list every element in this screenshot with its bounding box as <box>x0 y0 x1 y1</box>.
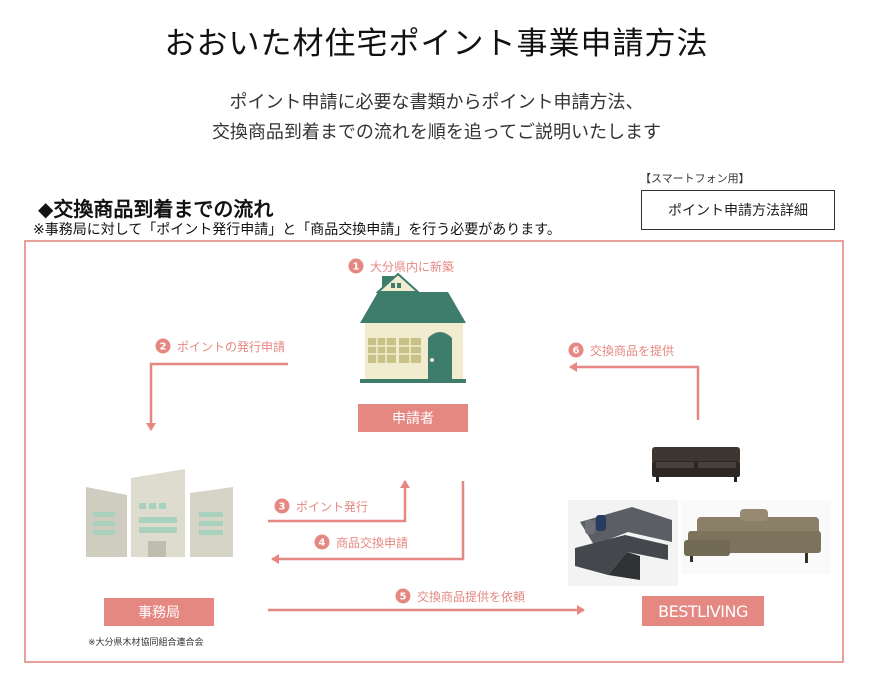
flow-note: ※事務局に対して「ポイント発行申請」と「商品交換申請」を行う必要があります。 <box>33 222 561 238</box>
step-5-label: 交換商品提供を依頼 <box>417 589 525 604</box>
step-6-label: 交換商品を提供 <box>590 343 674 358</box>
step-4-number: 4 <box>319 538 326 549</box>
step-5: 5 交換商品提供を依頼 <box>268 588 585 615</box>
supplier-label: BESTLIVING <box>658 602 748 621</box>
step-6-arrow <box>569 362 700 420</box>
step-4-label: 商品交換申請 <box>336 535 408 550</box>
step-3-number: 3 <box>279 502 286 513</box>
step-4-arrow <box>271 481 465 564</box>
flow-heading: ◆交換商品到着までの流れ <box>38 197 274 221</box>
sofa-image <box>568 447 831 586</box>
page-title: おおいた材住宅ポイント事業申請方法 <box>164 26 709 62</box>
house-icon <box>360 272 466 383</box>
office-note: ※大分県木材協同組合連合会 <box>88 636 204 648</box>
supplier-tag: BESTLIVING <box>642 596 764 626</box>
step-1-label: 大分県内に新築 <box>370 259 454 274</box>
step-1-badge <box>348 258 364 274</box>
step-6-number: 6 <box>573 346 580 357</box>
step-3-badge <box>274 498 290 514</box>
step-5-badge <box>395 588 411 604</box>
subtitle-line-2: 交換商品到着までの流れを順を追ってご説明いたします <box>211 122 662 143</box>
step-1: 1 大分県内に新築 <box>348 258 454 274</box>
office-buildings-icon <box>86 469 233 557</box>
step-4-badge <box>314 534 330 550</box>
step-6-badge <box>568 342 584 358</box>
flow-diagram-frame <box>24 240 844 663</box>
step-2-number: 2 <box>160 342 167 353</box>
subtitle-line-1: ポイント申請に必要な書類からポイント申請方法、 <box>229 92 644 113</box>
applicant-tag: 申請者 <box>358 404 468 432</box>
step-2-badge <box>155 338 171 354</box>
step-4: 4 商品交換申請 <box>271 481 465 564</box>
smartphone-label: 【スマートフォン用】 <box>640 172 750 185</box>
step-1-number: 1 <box>353 262 360 273</box>
applicant-label: 申請者 <box>392 411 434 427</box>
step-3: 3 ポイント発行 <box>268 480 410 523</box>
step-5-number: 5 <box>400 592 407 603</box>
detail-button[interactable]: ポイント申請方法詳細 <box>641 190 835 230</box>
step-3-arrow <box>268 480 410 523</box>
office-tag: 事務局 ※大分県木材協同組合連合会 <box>88 598 214 648</box>
office-label: 事務局 <box>138 605 180 621</box>
step-6: 6 交換商品を提供 <box>568 342 700 420</box>
step-3-label: ポイント発行 <box>296 500 368 514</box>
step-2-label: ポイントの発行申請 <box>177 340 285 354</box>
step-2-arrow <box>146 362 288 431</box>
step-2: 2 ポイントの発行申請 <box>146 338 288 431</box>
